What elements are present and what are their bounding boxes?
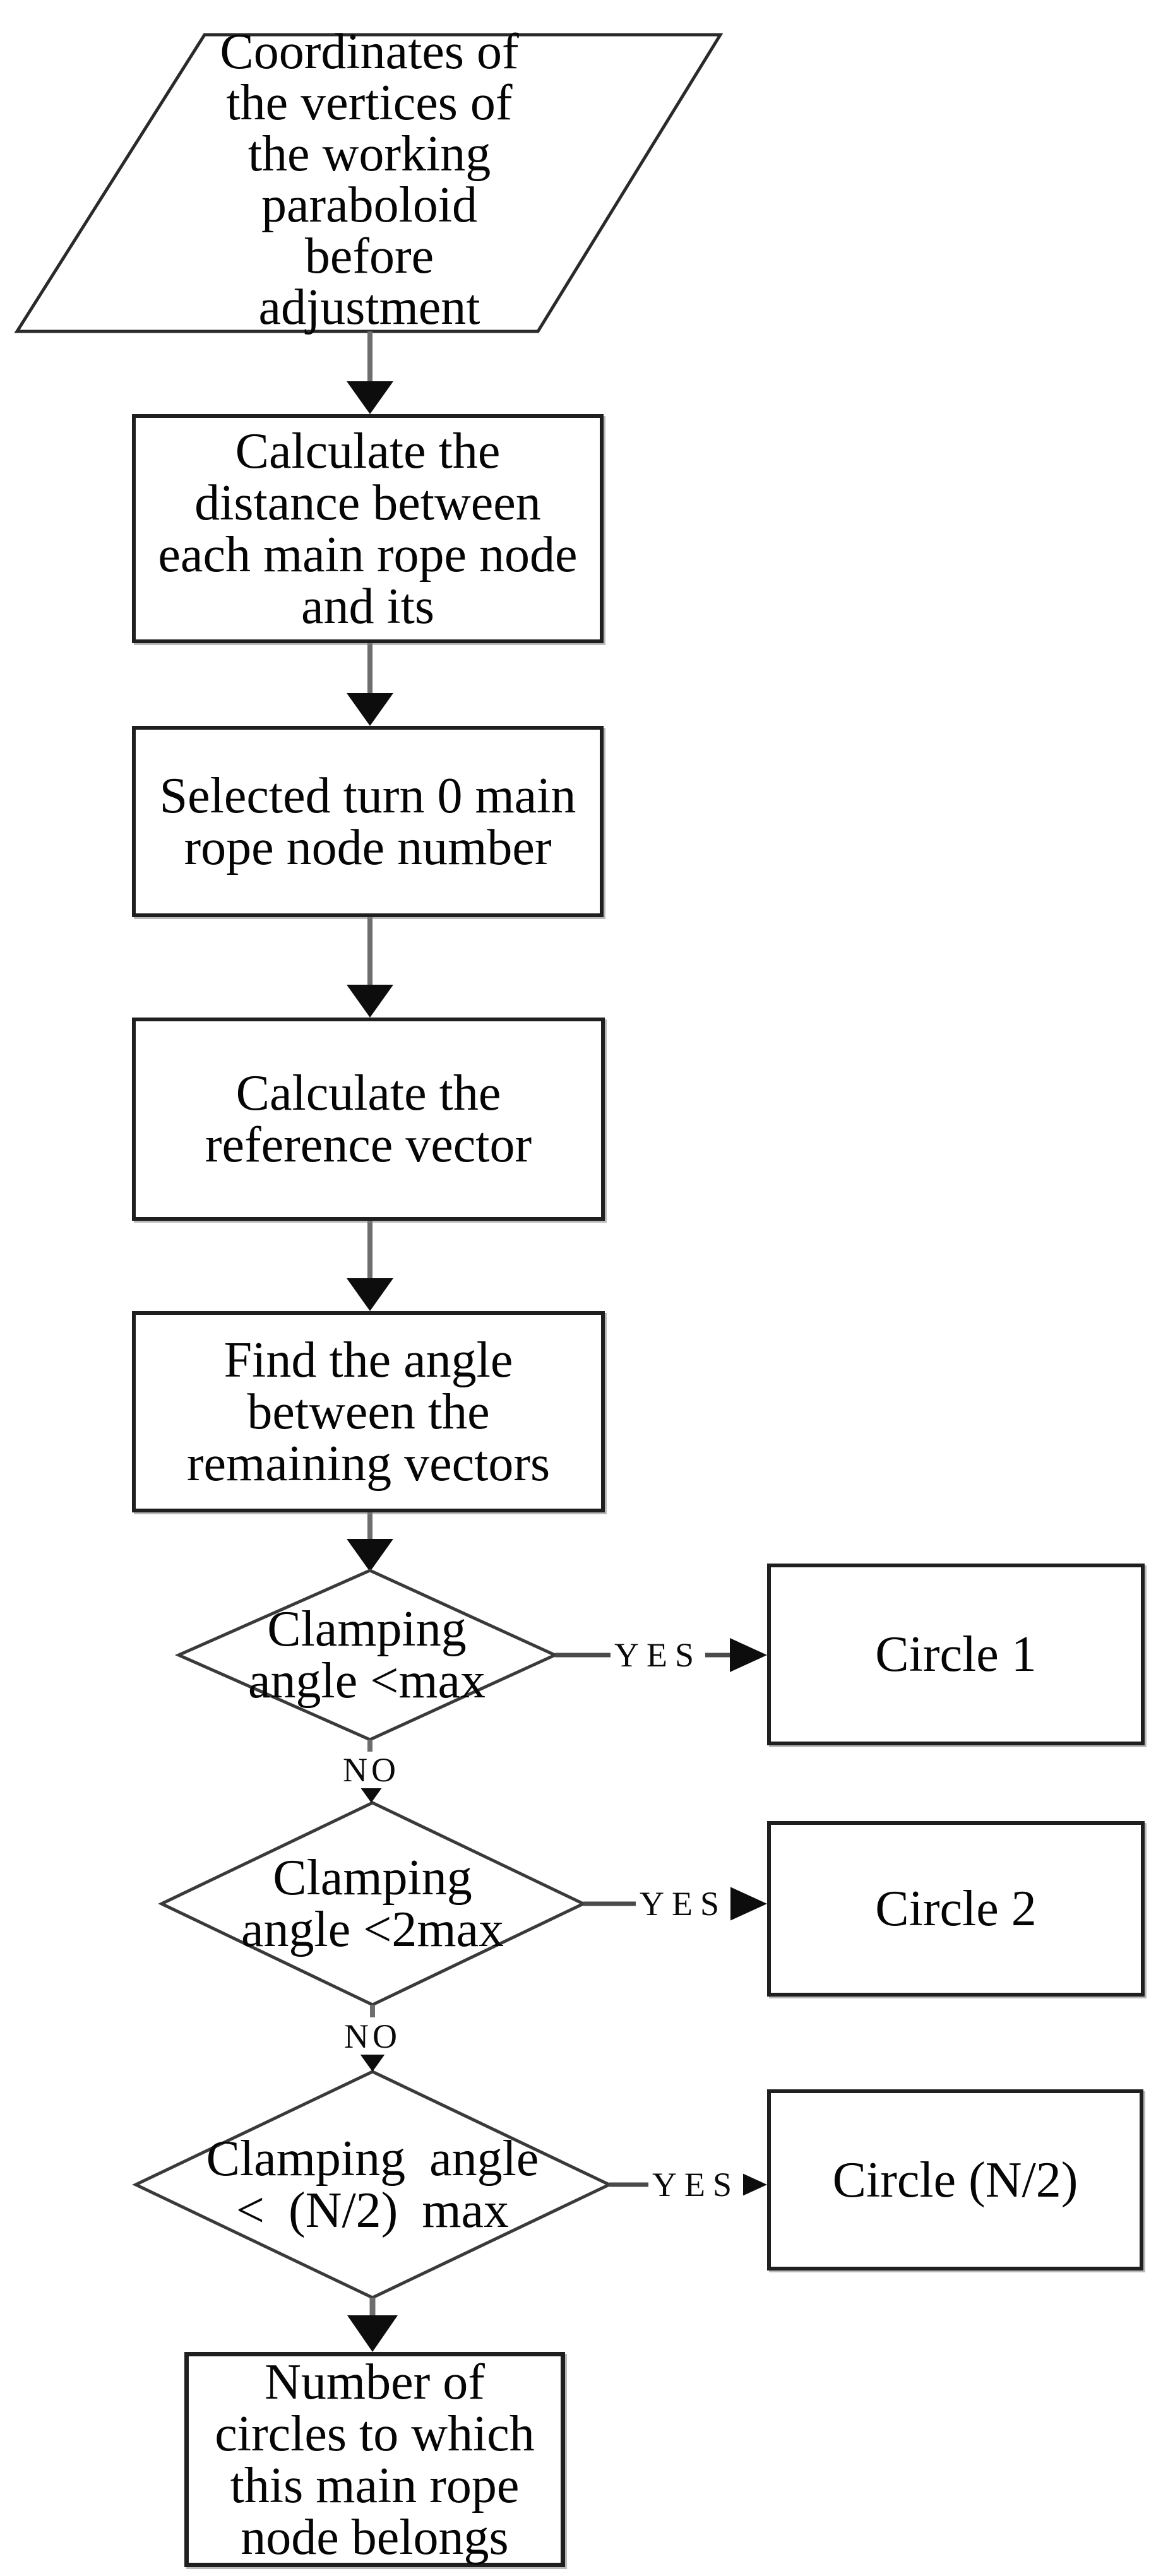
result-box-circle-2: Circle 2: [767, 1821, 1145, 1997]
label-yes-3: YES: [648, 2166, 744, 2203]
arrow-no-decision2-to-decision3: [360, 2005, 385, 2072]
decision1-node: Clamping angle <max: [209, 1574, 525, 1736]
process-box-find-angle-text: Find the angle between the remaining vec…: [186, 1332, 551, 1492]
result-box-circle-n2-text: Circle (N/2): [832, 2152, 1078, 2208]
input-node: Coordinates of the vertices of the worki…: [88, 27, 650, 333]
arrow-process3-to-process4: [347, 1221, 393, 1311]
decision3-node: Clamping angle < (N/2) max: [152, 2104, 593, 2265]
process-box-selected-turn: Selected turn 0 main rope node number: [132, 726, 604, 917]
process-box-selected-turn-text: Selected turn 0 main rope node number: [159, 768, 576, 875]
result-box-circle-2-text: Circle 2: [875, 1881, 1037, 1937]
input-parallelogram-shape: [14, 33, 724, 333]
process-box-calculate-distance-text: Calculate the distance between each main…: [158, 423, 578, 634]
process-box-calculate-distance: Calculate the distance between each main…: [132, 414, 604, 643]
decision3-node-text: Clamping angle < (N/2) max: [206, 2131, 539, 2238]
output-box-text: Number of circles to which this main rop…: [215, 2354, 535, 2565]
decision2-node: Clamping angle <2max: [196, 1823, 549, 1985]
arrow-no-decision1-to-decision2: [359, 1740, 384, 1803]
process-box-find-angle: Find the angle between the remaining vec…: [132, 1311, 605, 1512]
arrow-input-to-process1: [347, 331, 393, 414]
result-box-circle-1: Circle 1: [767, 1564, 1145, 1745]
result-box-circle-n2: Circle (N/2): [767, 2089, 1143, 2270]
decision1-node-text: Clamping angle <max: [247, 1601, 486, 1709]
arrow-process4-to-decision1: [347, 1512, 393, 1572]
label-yes-2: YES: [635, 1885, 731, 1922]
arrow-decision3-to-output: [347, 2298, 398, 2352]
input-node-text: Coordinates of the vertices of the worki…: [220, 24, 519, 335]
process-box-reference-vector-text: Calculate the reference vector: [205, 1065, 532, 1173]
label-no-1: NO: [339, 1752, 403, 1788]
label-no-2: NO: [340, 2018, 405, 2055]
arrow-process2-to-process3: [347, 917, 393, 1018]
result-box-circle-1-text: Circle 1: [875, 1627, 1037, 1682]
output-box: Number of circles to which this main rop…: [184, 2352, 565, 2567]
process-box-reference-vector: Calculate the reference vector: [132, 1018, 605, 1221]
label-yes-1: YES: [610, 1637, 706, 1673]
decision2-node-text: Clamping angle <2max: [241, 1850, 504, 1957]
arrow-process1-to-process2: [347, 643, 393, 726]
